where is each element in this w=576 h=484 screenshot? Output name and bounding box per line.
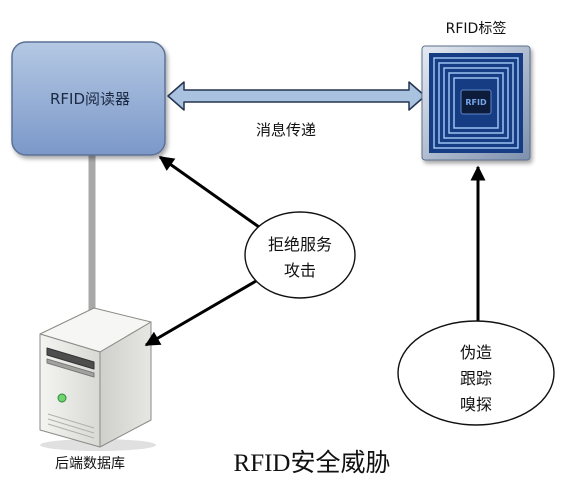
coil-ring bbox=[448, 72, 504, 134]
coil-ring bbox=[438, 62, 514, 144]
tag-label: RFID标签 bbox=[446, 20, 507, 37]
rfid-tag-node: RFID标签 RFID bbox=[421, 20, 531, 161]
server-drive-bay bbox=[46, 347, 95, 370]
server-drive-bay bbox=[46, 358, 95, 378]
tag-attack-line: 嗅探 bbox=[460, 395, 492, 414]
coil-ring bbox=[443, 67, 509, 139]
server-vent bbox=[47, 418, 95, 434]
message-channel: 消息传递 bbox=[167, 81, 426, 139]
server-power-light-icon bbox=[57, 393, 67, 403]
rfid-tag-icon: RFID bbox=[421, 45, 531, 161]
rfid-reader-node: RFID阅读器 bbox=[11, 41, 166, 156]
server-vent bbox=[47, 423, 95, 439]
bidirectional-arrow-icon bbox=[167, 81, 426, 111]
tag-chip-text: RFID bbox=[465, 98, 487, 107]
dos-threat-ellipse bbox=[244, 211, 356, 299]
tag-chip bbox=[460, 89, 492, 115]
reader-label: RFID阅读器 bbox=[50, 90, 130, 108]
server-icon bbox=[39, 307, 152, 448]
server-side-face bbox=[99, 321, 152, 448]
server-vent bbox=[47, 413, 95, 429]
tag-attack-line: 跟踪 bbox=[460, 369, 492, 388]
reader-box bbox=[11, 41, 166, 156]
tag-attack-line: 伪造 bbox=[460, 343, 492, 362]
dos-to-reader-arrow bbox=[158, 155, 260, 229]
dos-threat-line: 攻击 bbox=[284, 261, 316, 280]
tag-attack-ellipse bbox=[397, 320, 555, 426]
diagram-title: RFID安全威胁 bbox=[234, 449, 391, 477]
channel-label: 消息传递 bbox=[256, 121, 316, 139]
database-label: 后端数据库 bbox=[55, 456, 125, 472]
backend-database-node: 后端数据库 bbox=[39, 307, 156, 472]
dos-to-database-arrow bbox=[144, 279, 257, 347]
coil-ring bbox=[433, 57, 519, 149]
tag-attack-threat: 伪造 跟踪 嗅探 bbox=[397, 165, 555, 426]
dos-threat-line: 拒绝服务 bbox=[268, 235, 332, 254]
dos-threat: 拒绝服务 攻击 bbox=[144, 155, 356, 347]
tag-antenna-coil bbox=[433, 57, 519, 149]
coil-ring bbox=[453, 77, 499, 129]
